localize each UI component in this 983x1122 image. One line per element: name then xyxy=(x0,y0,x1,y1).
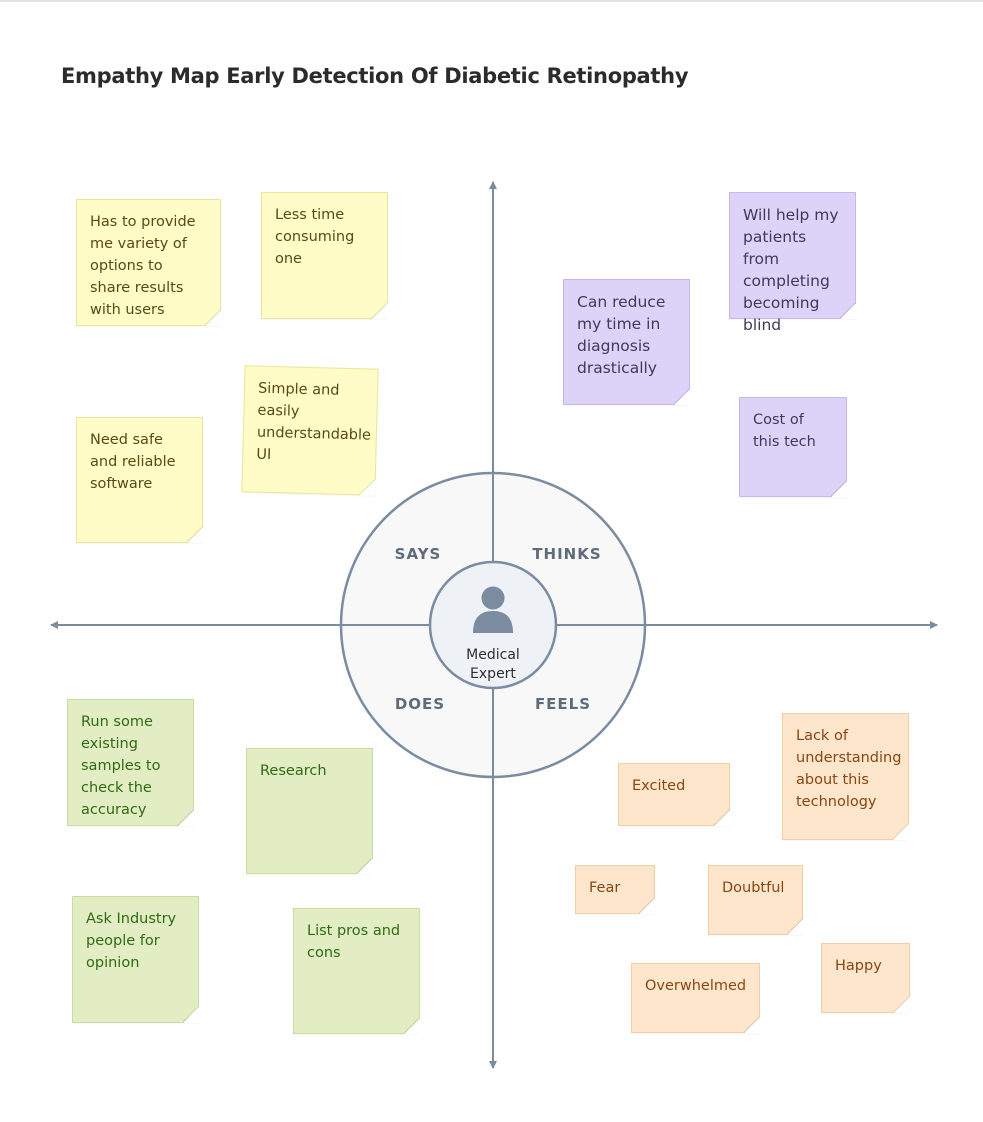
note-text: Research xyxy=(260,763,327,779)
note-fold xyxy=(357,858,373,874)
note-fold xyxy=(787,919,803,935)
sticky-note[interactable]: Happy xyxy=(821,943,910,1013)
label-feels: FEELS xyxy=(535,695,591,713)
note-text: Need safe and reliable software xyxy=(90,432,176,492)
note-text: Fear xyxy=(589,880,621,896)
note-fold xyxy=(639,898,655,914)
note-fold xyxy=(744,1017,760,1033)
note-fold xyxy=(404,1018,420,1034)
note-text: Overwhelmed xyxy=(645,978,747,994)
sticky-note[interactable]: Excited xyxy=(618,763,730,826)
note-fold xyxy=(674,389,690,405)
note-text: Will help my patients from completing be… xyxy=(743,206,839,334)
note-fold xyxy=(205,310,221,326)
sticky-note[interactable]: Fear xyxy=(575,865,655,914)
sticky-note[interactable]: Can reduce my time in diagnosis drastica… xyxy=(563,279,690,405)
note-fold xyxy=(894,997,910,1013)
note-text: Less time consuming one xyxy=(275,207,355,267)
user-icon xyxy=(473,586,513,633)
label-thinks: THINKS xyxy=(532,545,601,563)
note-fold xyxy=(831,481,847,497)
note-text: Lack of understanding about this technol… xyxy=(796,728,902,810)
top-border xyxy=(0,0,983,2)
note-fold xyxy=(372,303,388,319)
note-text: Excited xyxy=(632,778,686,794)
page-title: Empathy Map Early Detection Of Diabetic … xyxy=(61,64,689,88)
label-does: DOES xyxy=(395,695,445,713)
note-fold xyxy=(187,527,203,543)
note-text: Run some existing samples to check the a… xyxy=(81,714,161,818)
note-fold xyxy=(893,824,909,840)
persona-name: Medical Expert xyxy=(466,647,520,682)
note-fold xyxy=(183,1007,199,1023)
sticky-note[interactable]: Need safe and reliable software xyxy=(76,417,203,543)
sticky-note[interactable]: Cost of this tech xyxy=(739,397,847,497)
note-text: List pros and cons xyxy=(307,923,401,961)
note-fold xyxy=(178,810,194,826)
sticky-note[interactable]: Ask Industry people for opinion xyxy=(72,896,199,1023)
note-text: Simple and easily understandable UI xyxy=(256,380,372,463)
sticky-note[interactable]: Lack of understanding about this technol… xyxy=(782,713,909,840)
sticky-note[interactable]: Research xyxy=(246,748,373,874)
note-text: Ask Industry people for opinion xyxy=(86,911,177,971)
note-text: Has to provide me variety of options to … xyxy=(90,214,196,318)
sticky-note[interactable]: Doubtful xyxy=(708,865,803,935)
sticky-note[interactable]: Has to provide me variety of options to … xyxy=(76,199,221,326)
note-text: Doubtful xyxy=(722,880,785,896)
sticky-note[interactable]: Overwhelmed xyxy=(631,963,760,1033)
note-text: Cost of this tech xyxy=(753,412,816,450)
note-fold xyxy=(840,303,856,319)
note-text: Happy xyxy=(835,958,882,974)
sticky-note[interactable]: List pros and cons xyxy=(293,908,420,1034)
note-fold xyxy=(714,810,730,826)
label-says: SAYS xyxy=(395,545,442,563)
sticky-note[interactable]: Run some existing samples to check the a… xyxy=(67,699,194,826)
note-text: Can reduce my time in diagnosis drastica… xyxy=(577,293,666,377)
sticky-note[interactable]: Less time consuming one xyxy=(261,192,388,319)
sticky-note[interactable]: Will help my patients from completing be… xyxy=(729,192,856,334)
sticky-note[interactable]: Simple and easily understandable UI xyxy=(241,365,379,496)
note-fold xyxy=(359,479,376,496)
